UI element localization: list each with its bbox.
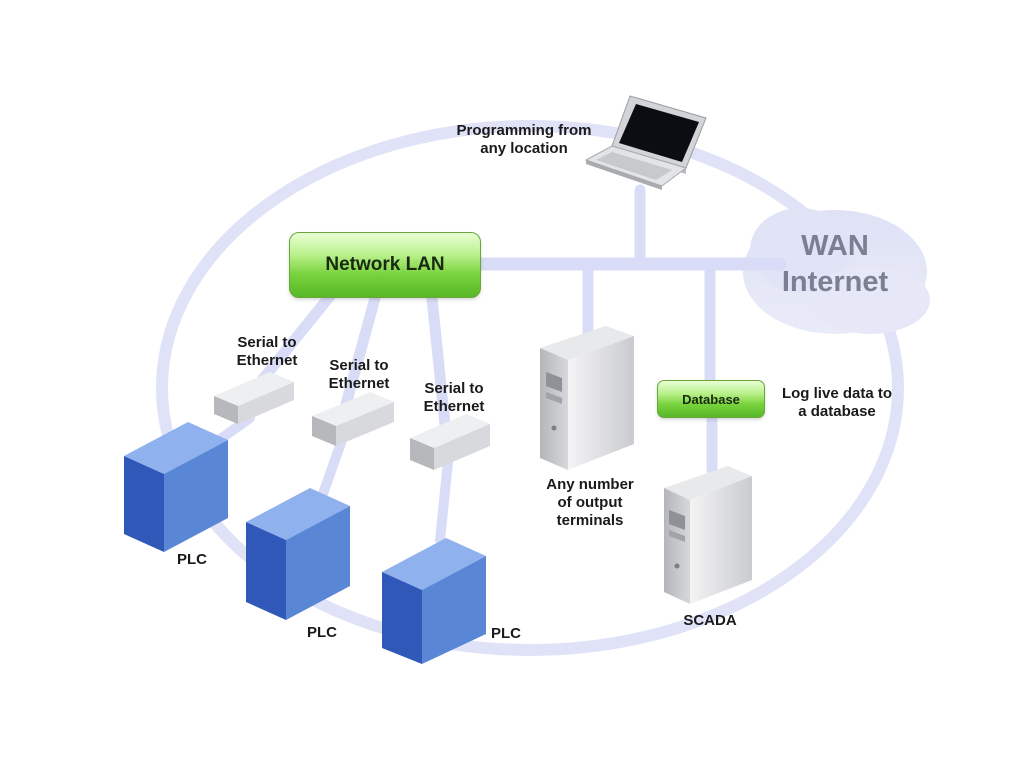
serial-to-ethernet-label: Serial to Ethernet [236, 334, 298, 369]
network-lan-button[interactable]: Network LAN [289, 232, 481, 298]
plc-label: PLC [177, 551, 207, 568]
serial-to-ethernet-label: Serial to Ethernet [328, 357, 390, 392]
log-data-label: Log live data to a database [781, 385, 892, 420]
database-button[interactable]: Database [657, 380, 765, 418]
network-ring [156, 120, 904, 656]
server-tower-icon [540, 326, 634, 470]
plc-cube-icon [124, 422, 228, 552]
plc-label: PLC [307, 624, 337, 641]
wan-internet-label: WAN Internet [781, 230, 889, 298]
laptop-icon [584, 95, 707, 190]
serial-converter-icon [312, 392, 394, 446]
plc-cube-icon [246, 488, 350, 620]
serial-converter-icon [410, 414, 490, 470]
cloud-icon [743, 208, 930, 334]
serial-to-ethernet-label: Serial to Ethernet [423, 380, 485, 415]
scada-label: SCADA [683, 612, 737, 629]
output-terminals-label: Any number of output terminals [546, 476, 634, 529]
plc-label: PLC [491, 625, 521, 642]
server-tower-icon [664, 466, 752, 604]
serial-converter-icon [214, 372, 294, 424]
plc-cube-icon [382, 538, 486, 664]
programming-label: Programming from any location [456, 122, 592, 157]
network-links [200, 184, 787, 545]
